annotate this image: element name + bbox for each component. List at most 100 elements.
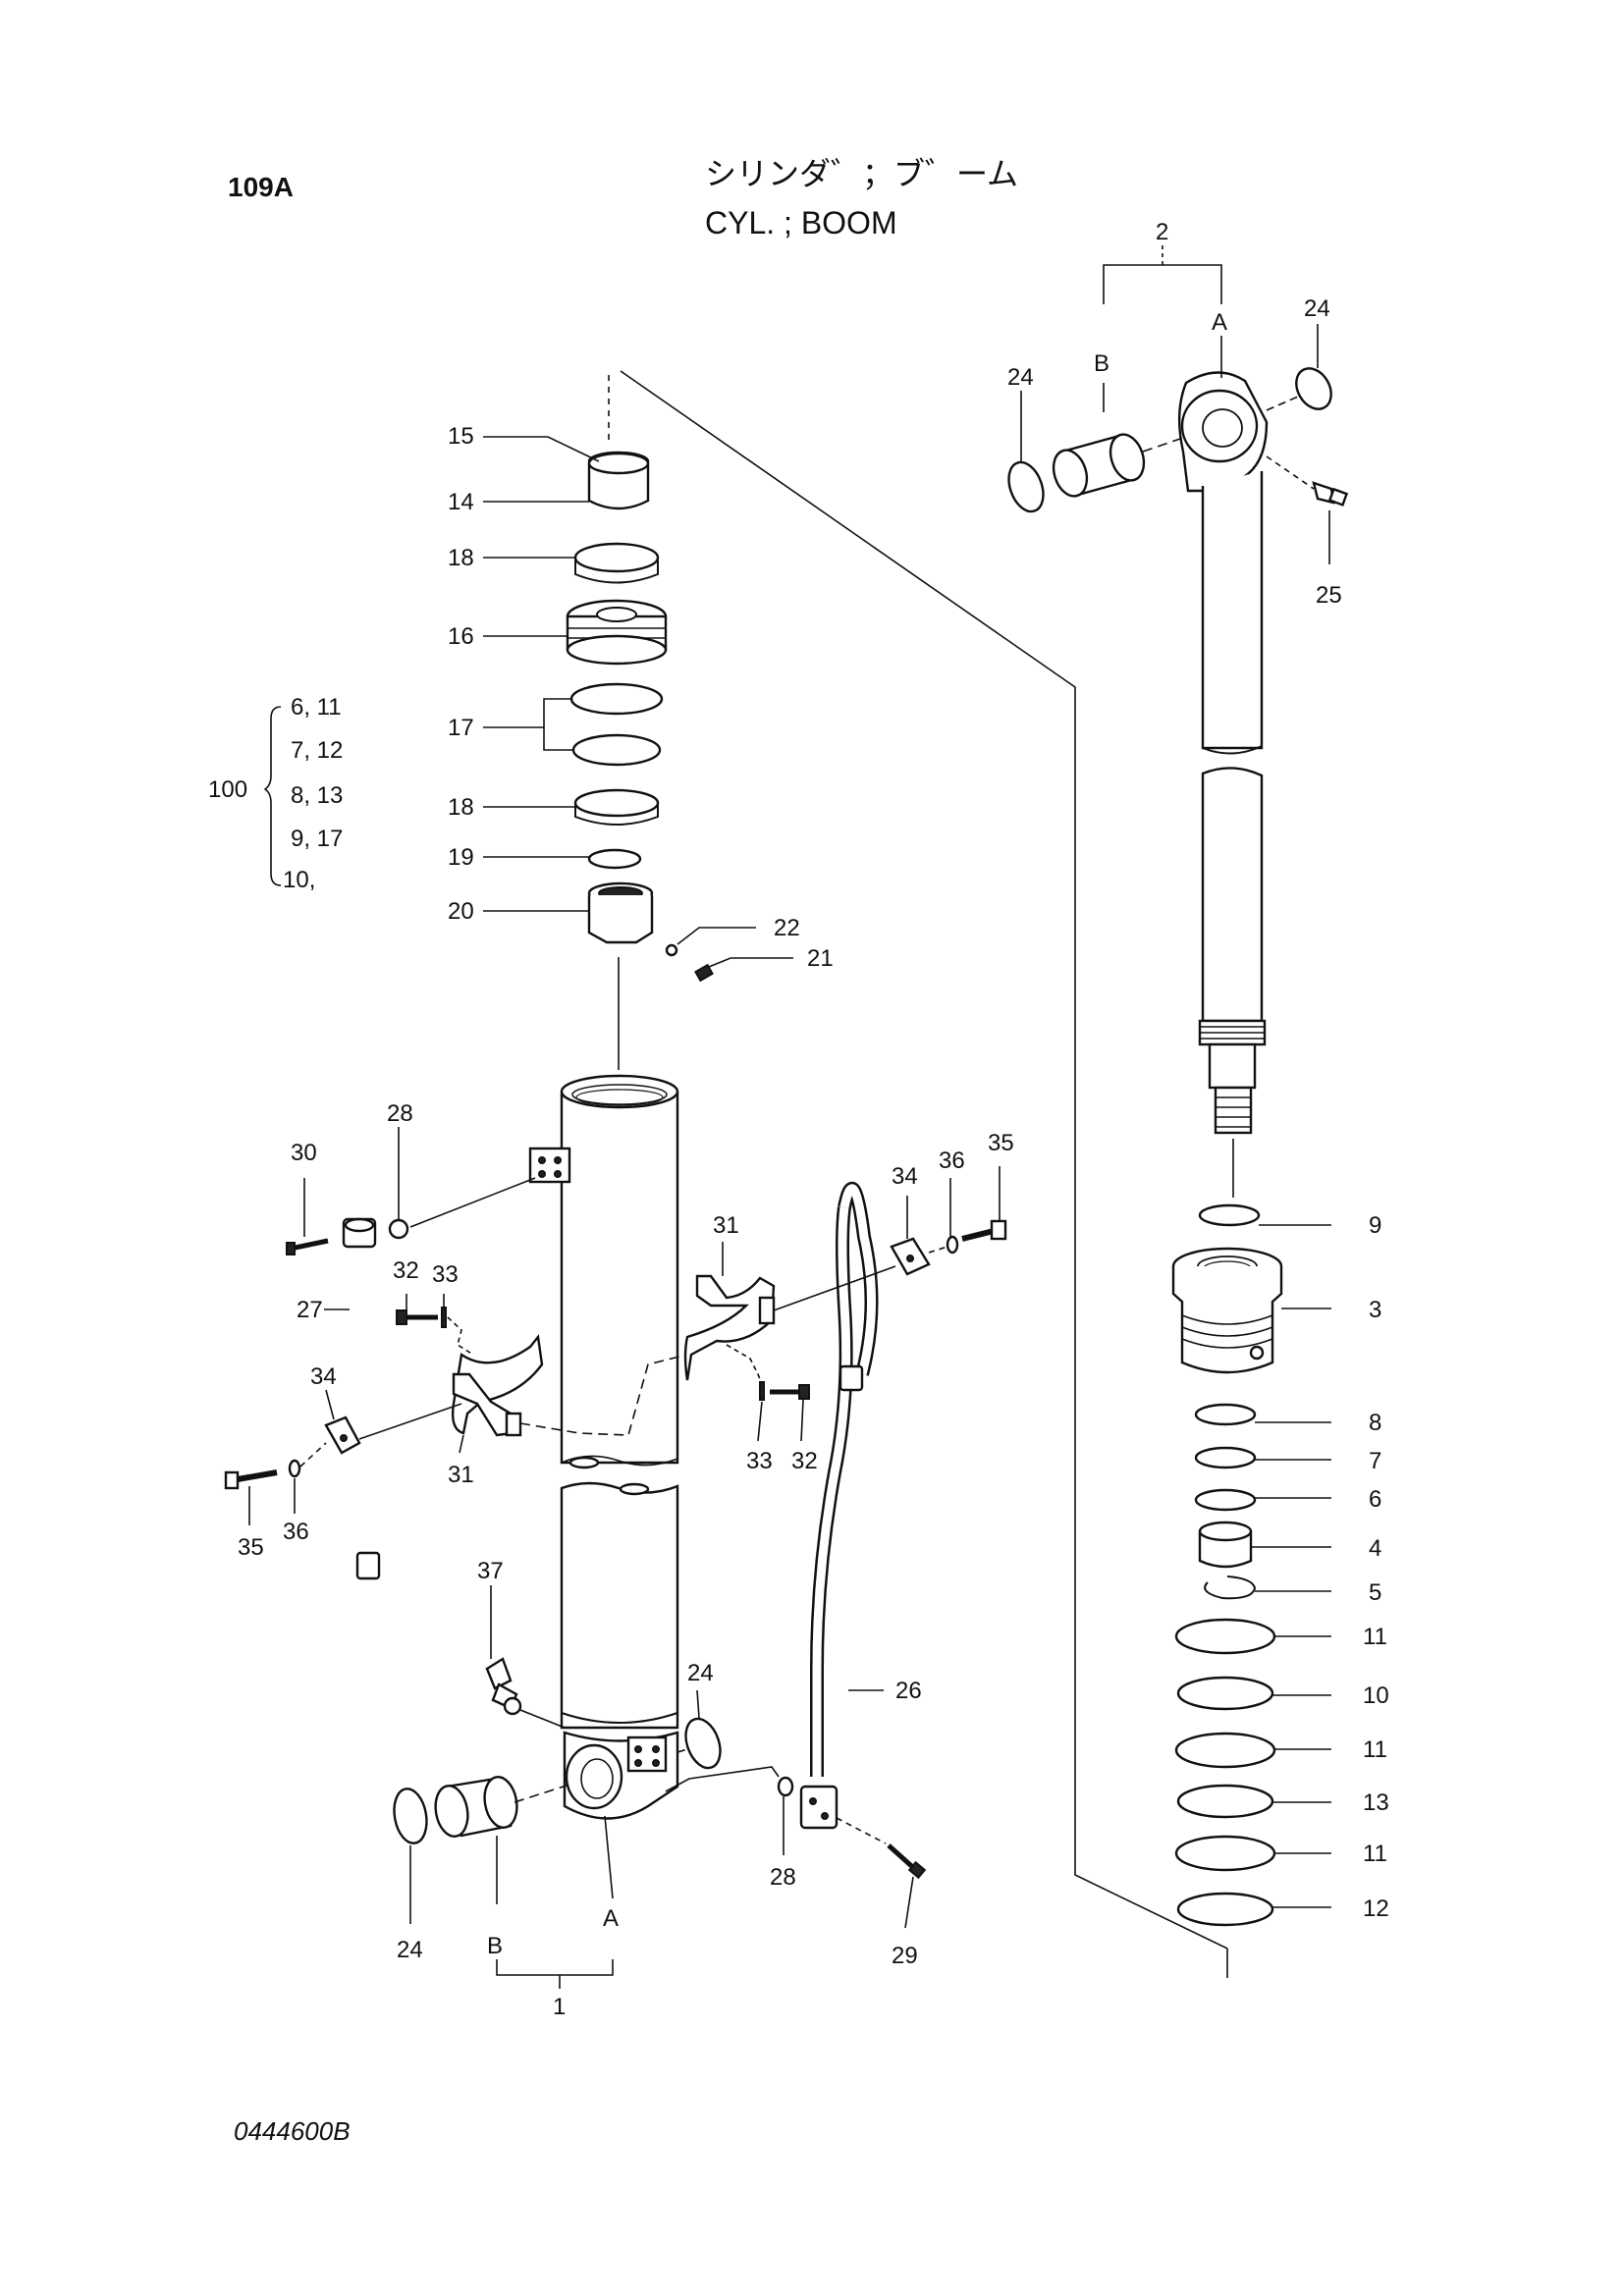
callout-10: 10 [1363,1682,1389,1709]
drawing-number: 0444600B [234,2116,351,2146]
part-35-bolt-right [961,1219,1007,1242]
part-33-washer-left [441,1307,447,1328]
part-b-bushing-bottom [434,1776,518,1838]
part-18-wear-ring [573,542,660,584]
part-31-clamp-right [683,1274,776,1381]
assembly-guide-line [620,370,1228,1949]
part-34-block-left [324,1415,361,1455]
part-10-ring [1176,1676,1274,1711]
part-5-snap-ring [1204,1575,1257,1600]
callout-17: 17 [448,715,474,741]
callout-33: 33 [746,1448,773,1474]
callout-28: 28 [387,1100,413,1127]
title-japanese: シリンダ゛；ブ゛ーム [705,156,1018,191]
callout-11: 11 [1363,1841,1387,1867]
callout-36: 36 [283,1519,309,1545]
part-28-o-ring-top [388,1218,409,1240]
callout-3: 3 [1369,1297,1381,1323]
part-27-pipe-left [339,1217,390,1580]
bushing-axis-bottom [514,1784,570,1803]
callout-21: 21 [807,945,834,972]
leader-28-line [409,1177,536,1228]
part-34-block-right [890,1237,931,1276]
title-english: CYL. ; BOOM [705,205,897,240]
part-6-ring [1194,1488,1257,1512]
callout-24: 24 [397,1937,423,1963]
group-100-row: 7, 12 [291,737,343,764]
callout-11: 11 [1363,1624,1387,1650]
part-11-ring-c [1174,1835,1276,1872]
part-31-clamp-left [451,1334,544,1437]
leader-34-left-line [358,1403,462,1440]
callout-b-top: B [1094,350,1109,377]
part-37-grease-fitting [485,1657,522,1716]
part-21-set-screw [694,963,714,983]
callout-31: 31 [448,1462,474,1488]
part-24-seal-top-right [1295,367,1332,410]
part-25-grease-fitting [1266,455,1349,507]
callout-18: 18 [448,794,474,821]
group-100-row: 9, 17 [291,826,343,852]
part-32-bolt-right [770,1384,810,1400]
callout-36: 36 [939,1148,965,1174]
part-9-ring [1198,1203,1261,1227]
part-20-piston-nut [587,881,654,944]
part-36-washer-left [288,1459,301,1478]
group-100-list: 100 6, 11 7, 12 8, 13 9, 17 10, [208,694,343,893]
part-2-rod-eye [1177,371,1269,493]
part-36-washer-right [946,1235,959,1255]
part-30-bolt [286,1238,329,1255]
callout-7: 7 [1369,1448,1381,1474]
callout-2: 2 [1156,219,1168,245]
callout-a-bottom: A [603,1905,619,1932]
callout-13: 13 [1363,1789,1389,1816]
part-1-tube-eye [563,1731,679,1820]
callout-11: 11 [1363,1736,1387,1763]
callout-14: 14 [448,489,474,515]
part-1-cylinder-tube-upper [560,1074,679,1469]
part-1-cylinder-tube-lower [560,1481,679,1730]
callout-32: 32 [393,1257,419,1284]
callout-35: 35 [988,1130,1014,1156]
callout-18: 18 [448,545,474,571]
part-24-seal-top-left [1007,460,1045,513]
part-35-bolt-left [224,1469,278,1490]
callout-a-top: A [1212,309,1227,336]
callout-29: 29 [892,1943,918,1969]
group-100-row: 8, 13 [291,782,343,809]
part-17-seal-rings [569,682,664,767]
callout-33: 33 [432,1261,459,1288]
callout-22: 22 [774,915,800,941]
part-32-bolt-left [396,1309,438,1325]
callout-27: 27 [297,1297,323,1323]
callout-31: 31 [713,1212,739,1239]
part-22-ball [665,943,678,957]
callout-35: 35 [238,1534,264,1561]
callout-1: 1 [553,1994,566,2020]
part-7-ring [1194,1446,1257,1469]
callout-34: 34 [892,1163,918,1190]
part-1-tube-port-block [528,1147,571,1184]
callout-16: 16 [448,623,474,650]
part-24-seal-bottom-left [393,1788,428,1844]
leader-37-fit [519,1709,566,1729]
group-100-row: 10, [283,867,315,893]
part-33-washer-right [759,1381,765,1401]
part-19-washer [587,848,642,870]
part-29-bolt [887,1843,927,1880]
callout-6: 6 [1369,1486,1381,1513]
callout-26: 26 [895,1678,922,1704]
callout-24: 24 [687,1660,714,1686]
leader-28-bottom-line [665,1766,780,1792]
callout-25: 25 [1316,582,1342,609]
part-11-ring-b [1174,1732,1276,1769]
part-18-wear-ring-lower [573,788,660,826]
leader-lines [248,245,1331,1989]
part-11-ring-a [1174,1618,1276,1655]
page-code: 109A [228,172,294,202]
part-16-piston [566,599,668,666]
callout-30: 30 [291,1140,317,1166]
callout-15: 15 [448,423,474,450]
